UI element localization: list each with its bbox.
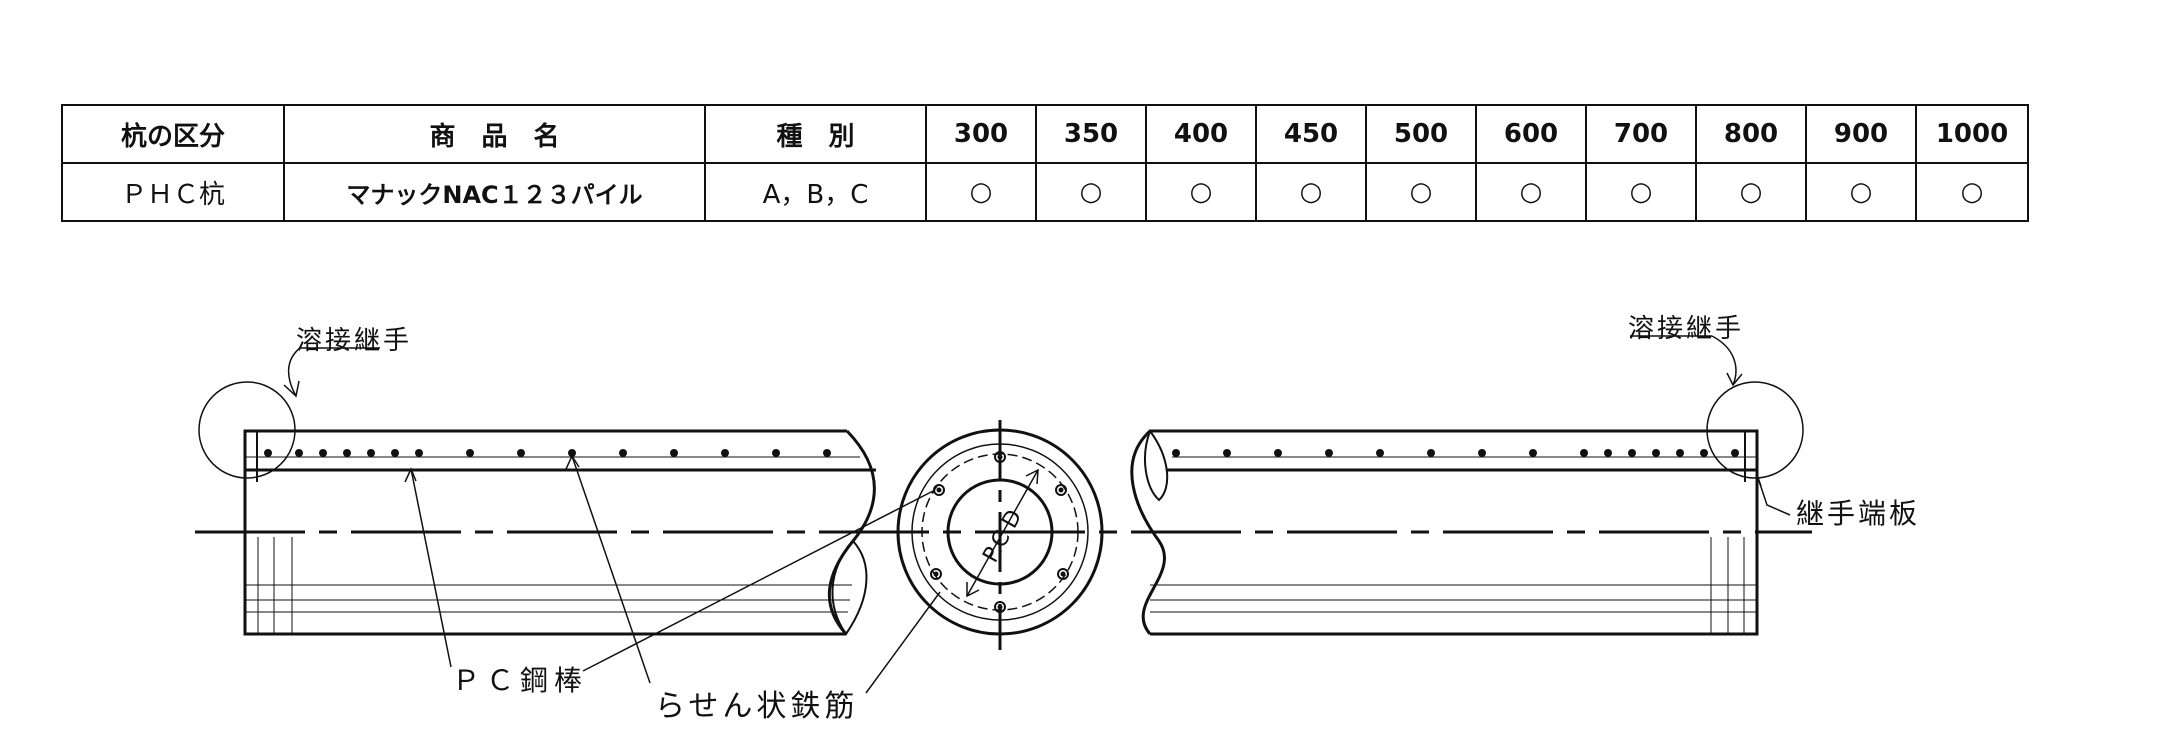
header-size-300: 300 xyxy=(925,104,1037,164)
header-size-800: 800 xyxy=(1695,104,1807,164)
header-size-900: 900 xyxy=(1805,104,1917,164)
table-row: ＰＨＣ杭 マナックNAC１２３パイル A，B，C ○ ○ ○ ○ ○ ○ ○ ○… xyxy=(61,162,2029,222)
cell-size-800: ○ xyxy=(1695,162,1807,222)
header-size-500: 500 xyxy=(1365,104,1477,164)
pile-cross-section: P.C.D xyxy=(896,420,1104,650)
cell-size-1000: ○ xyxy=(1915,162,2029,222)
header-size-600: 600 xyxy=(1475,104,1587,164)
cell-product-name: マナックNAC１２３パイル xyxy=(283,162,706,222)
left-weld-joint-circle xyxy=(198,381,296,479)
right-pc-bar-dots xyxy=(1172,449,1739,457)
cell-size-450: ○ xyxy=(1255,162,1367,222)
pcd-label: P.C.D xyxy=(978,506,1027,567)
cell-size-600: ○ xyxy=(1475,162,1587,222)
header-size-450: 450 xyxy=(1255,104,1367,164)
cell-pile-category: ＰＨＣ杭 xyxy=(61,162,285,222)
header-size-400: 400 xyxy=(1145,104,1257,164)
header-type: 種 別 xyxy=(704,104,927,164)
header-size-1000: 1000 xyxy=(1915,104,2029,164)
right-weld-joint-circle xyxy=(1706,381,1804,479)
spec-table: 杭の区分 商 品 名 種 別 300 350 400 450 500 600 7… xyxy=(61,104,2029,222)
spiral-rebar-label: らせん状鉄筋 xyxy=(655,689,858,724)
cell-size-400: ○ xyxy=(1145,162,1257,222)
header-size-350: 350 xyxy=(1035,104,1147,164)
table-header-row: 杭の区分 商 品 名 種 別 300 350 400 450 500 600 7… xyxy=(61,104,2029,164)
right-pile xyxy=(1130,381,1804,636)
pc-steel-bar-label: ＰＣ鋼棒 xyxy=(452,664,588,697)
cell-size-900: ○ xyxy=(1805,162,1917,222)
header-product-name: 商 品 名 xyxy=(283,104,706,164)
left-pile xyxy=(198,381,876,636)
cell-size-300: ○ xyxy=(925,162,1037,222)
left-pc-bar-dots xyxy=(264,449,831,457)
joint-end-plate-label: 継手端板 xyxy=(1796,497,1920,530)
header-pile-category: 杭の区分 xyxy=(61,104,285,164)
weld-joint-label-left: 溶接継手 xyxy=(296,326,412,356)
cell-size-500: ○ xyxy=(1365,162,1477,222)
cell-size-350: ○ xyxy=(1035,162,1147,222)
cell-size-700: ○ xyxy=(1585,162,1697,222)
cell-type: A，B，C xyxy=(704,162,927,222)
weld-joint-label-right: 溶接継手 xyxy=(1628,314,1744,344)
header-size-700: 700 xyxy=(1585,104,1697,164)
leader-lines xyxy=(283,335,1791,694)
